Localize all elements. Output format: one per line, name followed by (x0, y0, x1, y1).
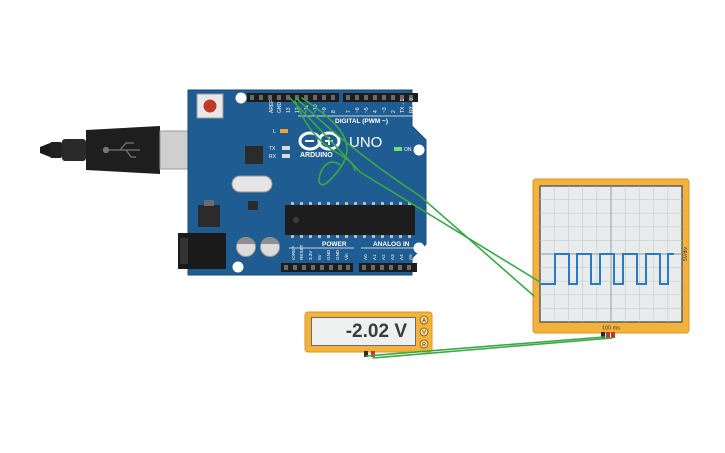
led-tx (282, 146, 290, 150)
wire-meter-red[interactable] (372, 337, 613, 359)
analog-header-title: ANALOG IN (373, 241, 410, 248)
pin-label-a2: A2 (381, 254, 386, 260)
usb-chip (245, 146, 263, 164)
usb-cable-end (40, 143, 50, 157)
wire-meter-black[interactable] (365, 336, 605, 357)
pin-label-13: 13 (286, 107, 292, 113)
pin-label-12: 12 (295, 107, 301, 113)
pin-label-aref: AREF (269, 100, 275, 113)
pin-label-1: TX→1 (400, 99, 406, 113)
multimeter-display: -2.02 V (311, 317, 416, 346)
pin-label-9: ~9 (322, 107, 328, 113)
arduino-uno-board[interactable]: AREF GND 13 12 ~11 ~10 ~9 8 7 ~6 ~5 4 ~3… (178, 89, 427, 276)
arduino-brand-text: ARDUINO (300, 152, 333, 159)
svg-text:R: R (422, 342, 426, 348)
multimeter-mode-a[interactable]: A (419, 315, 429, 325)
wire-pin13-to-scope[interactable] (289, 97, 541, 283)
pin-label-a4: A4 (399, 254, 404, 260)
led-indicators: L TX RX ON (269, 129, 412, 160)
crystal-oscillator (231, 175, 273, 193)
led-rx (282, 154, 290, 158)
analog-header (359, 263, 417, 272)
led-rx-label: RX (269, 154, 277, 160)
pin-label-a0: A0 (363, 254, 368, 260)
pin-label-5v: 5V (317, 253, 322, 260)
oscilloscope-probe-terminals[interactable] (601, 332, 615, 338)
pin-label-gnd2: GND (335, 249, 340, 260)
mounting-hole (413, 242, 425, 254)
pin-label-5: ~5 (364, 107, 370, 113)
digital-header-right (343, 93, 418, 102)
wire-gnd-to-scope[interactable] (295, 97, 535, 297)
led-on (394, 147, 402, 151)
pin-label-gnd: GND (277, 102, 283, 114)
pin-label-a3: A3 (390, 254, 395, 260)
led-on-label: ON (404, 147, 412, 153)
oscilloscope[interactable]: 100 ms 5V/div (532, 178, 690, 338)
pin-label-8: 8 (331, 110, 337, 113)
pin-label-a5: A5 (408, 254, 413, 260)
digital-header-left (247, 93, 339, 102)
mounting-hole (235, 92, 247, 104)
mounting-hole (232, 261, 244, 273)
arduino-model-text: UNO (349, 134, 382, 151)
pin-label-3: ~3 (382, 107, 388, 113)
small-chip (248, 201, 258, 210)
oscilloscope-trace (541, 253, 674, 285)
mounting-hole (413, 144, 425, 156)
oscilloscope-volt-label: 5V/div (683, 247, 689, 261)
reset-button[interactable] (196, 93, 224, 119)
multimeter-mode-r[interactable]: R (419, 339, 429, 349)
led-tx-label: TX (269, 146, 276, 152)
wire-loop[interactable] (301, 97, 348, 186)
atmega-chip (285, 205, 415, 235)
oscilloscope-time-label: 100 ms (602, 326, 620, 332)
pin-label-7: 7 (346, 110, 352, 113)
wire-loop-2[interactable] (294, 100, 356, 171)
pin-label-gnd1: GND (326, 249, 331, 260)
usb-icon (102, 142, 140, 158)
power-header (281, 263, 353, 272)
pin-label-reset: RESET (299, 244, 304, 260)
regulator-tab (204, 200, 214, 206)
pin-label-0: RX←0 (409, 98, 415, 113)
usb-connector-metal (159, 130, 191, 170)
svg-text:A: A (422, 318, 426, 324)
pin-label-vin: Vin (344, 253, 349, 260)
led-l-label: L (273, 129, 276, 135)
multimeter-mode-v[interactable]: V (419, 327, 429, 337)
pin-label-ioref: IOREF (291, 246, 296, 260)
digital-header-title: DIGITAL (PWM ~) (335, 118, 388, 125)
pin-label-3v3: 3.3V (308, 250, 313, 260)
pin-label-2: 2 (391, 110, 397, 113)
multimeter-probe-terminals[interactable] (364, 351, 375, 357)
voltage-regulator (198, 205, 220, 227)
pin-label-a1: A1 (372, 254, 377, 260)
pin-label-4: 4 (373, 110, 379, 113)
svg-text:V: V (422, 330, 426, 336)
pin-label-6: ~6 (355, 107, 361, 113)
led-l (280, 129, 288, 133)
power-header-title: POWER (322, 241, 347, 248)
